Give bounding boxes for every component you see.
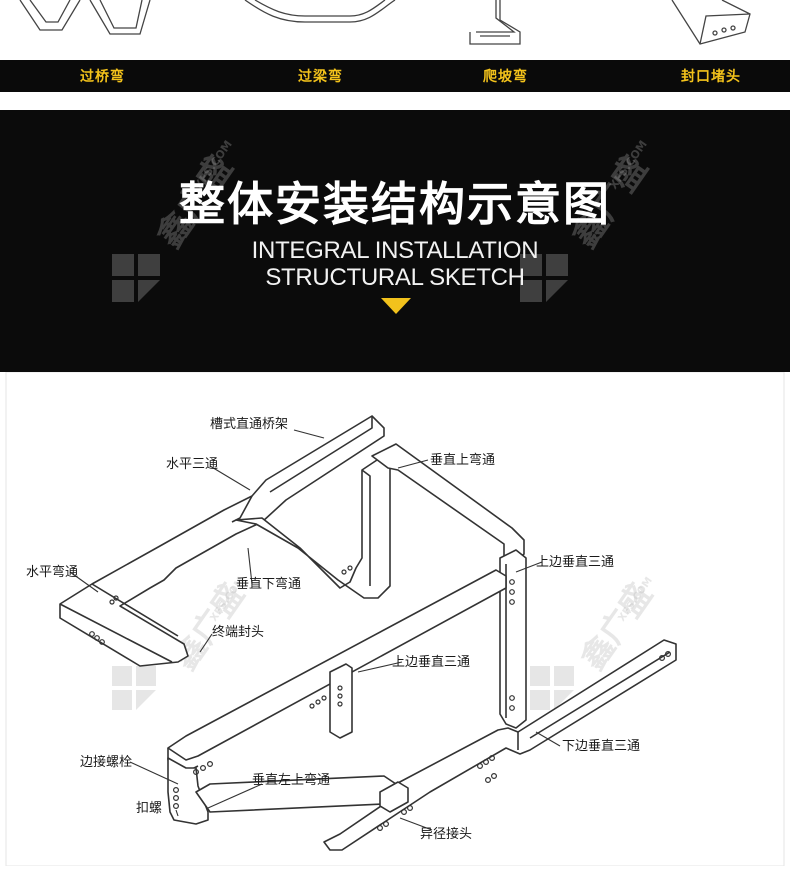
label-edge-bolt: 边接螺栓 bbox=[80, 754, 132, 770]
tray-middle bbox=[167, 569, 507, 761]
label-reducer-joint: 异径接头 bbox=[420, 826, 472, 842]
installation-diagram: 鑫广盛 XFS.COM 鑫广盛 XFS.COM bbox=[0, 371, 790, 867]
label-vertical-left-up-bend: 垂直左上弯通 bbox=[252, 772, 330, 788]
product-thumbnails-strip bbox=[0, 0, 790, 60]
label-upper-vertical-tee-2: 上边垂直三通 bbox=[392, 655, 470, 670]
tray-structure-svg: 鑫广盛 XFS.COM 鑫广盛 XFS.COM bbox=[5, 371, 785, 867]
title-chinese: 整体安装结构示意图 bbox=[179, 177, 611, 231]
watermark-logo-left bbox=[112, 254, 160, 302]
watermark-logo-right bbox=[520, 254, 568, 302]
caption-end-cap: 封口堵头 bbox=[681, 69, 741, 85]
label-horizontal-bend: 水平弯通 bbox=[26, 564, 78, 580]
label-end-cap: 终端封头 bbox=[212, 624, 264, 640]
label-upper-vertical-tee-1: 上边垂直三通 bbox=[536, 555, 614, 570]
tray-upper-main bbox=[59, 415, 385, 667]
label-vertical-down-bend: 垂直下弯通 bbox=[236, 576, 301, 592]
beam-bend-thumbnail bbox=[244, 0, 396, 23]
product-thumbnails-svg bbox=[19, 0, 751, 45]
label-buckle-screw: 扣螺 bbox=[136, 801, 162, 816]
down-arrow-icon bbox=[381, 298, 411, 314]
title-english-line2: STRUCTURAL SKETCH bbox=[265, 264, 525, 291]
bridge-bend-thumbnail bbox=[19, 0, 151, 35]
diagram-watermark-1 bbox=[112, 666, 156, 710]
caption-slope-bend: 爬坡弯 bbox=[483, 69, 528, 85]
tray-reducer bbox=[379, 781, 409, 813]
caption-bridge-bend: 过桥弯 bbox=[80, 69, 125, 85]
header-watermark: 鑫广盛 XFS.COM 鑫广盛 XFS.COM bbox=[112, 138, 656, 302]
leader-lines bbox=[69, 429, 561, 831]
spacer bbox=[0, 92, 790, 110]
label-lower-vertical-tee: 下边垂直三通 bbox=[562, 739, 640, 754]
tray-bottom bbox=[195, 639, 677, 851]
caption-beam-bend: 过梁弯 bbox=[298, 69, 343, 85]
label-trough-tray: 槽式直通桥架 bbox=[210, 417, 288, 432]
bolt-holes bbox=[89, 565, 671, 832]
diagram-watermark-2 bbox=[530, 666, 574, 710]
section-header: 鑫广盛 XFS.COM 鑫广盛 XFS.COM 整体安装结构示意图 INTEGR… bbox=[0, 110, 790, 372]
label-vertical-up-bend: 垂直上弯通 bbox=[430, 452, 495, 468]
slope-bend-thumbnail bbox=[469, 0, 521, 45]
tray-middle-column bbox=[329, 663, 353, 739]
title-english-line1: INTEGRAL INSTALLATION bbox=[251, 237, 539, 264]
end-cap-thumbnail bbox=[671, 0, 751, 45]
captions-bar: 过桥弯 过梁弯 爬坡弯 封口堵头 bbox=[0, 60, 790, 92]
label-horizontal-tee: 水平三通 bbox=[166, 457, 218, 472]
